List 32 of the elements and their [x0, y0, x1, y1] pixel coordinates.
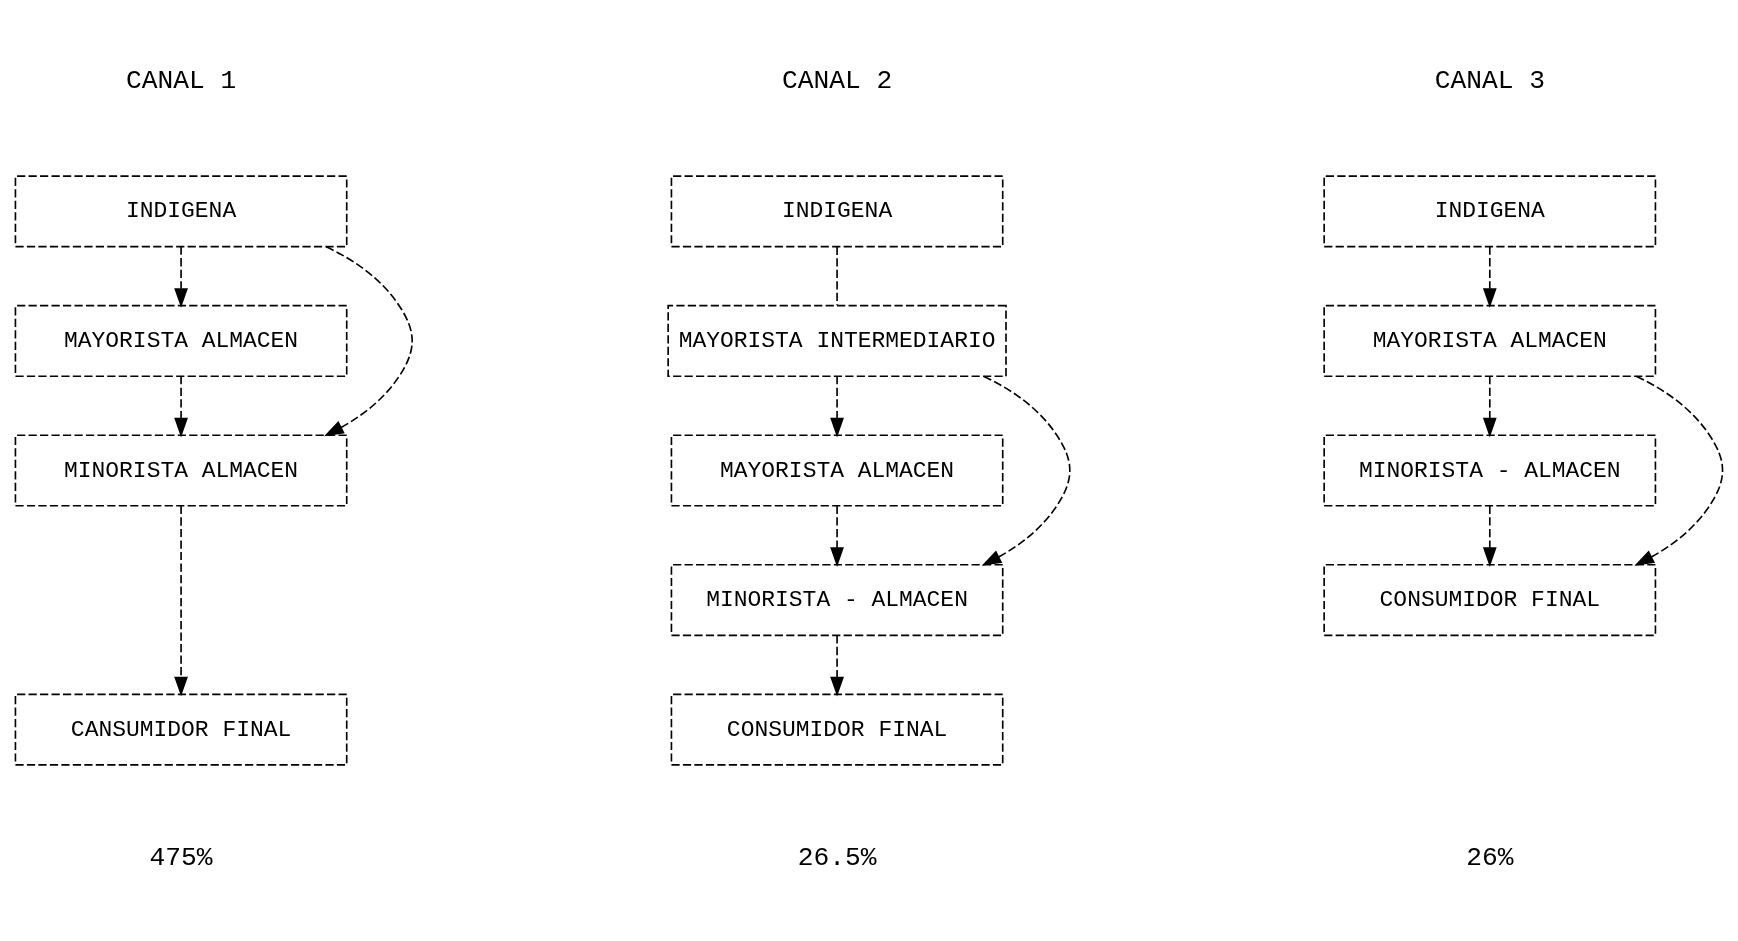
label: CANAL 1: [125, 66, 237, 97]
arrow: [1634, 375, 1724, 566]
arrow: [1482, 246, 1497, 308]
node-box: CANSUMIDOR FINAL: [14, 693, 348, 766]
node-box: MAYORISTA ALMACEN: [1323, 304, 1657, 377]
label: CANAL 3: [1434, 66, 1545, 97]
node-box: INDIGENA: [1323, 175, 1657, 248]
arrow: [324, 246, 413, 437]
arrow: [1482, 505, 1497, 567]
node-box: MINORISTA ALMACEN: [14, 434, 348, 507]
arrow: [830, 375, 844, 438]
connector: [836, 246, 838, 307]
arrow: [1482, 375, 1497, 438]
label: 26.5%: [797, 843, 877, 874]
arrow: [981, 375, 1071, 566]
node-box: INDIGENA: [14, 175, 348, 248]
label: 475%: [149, 843, 213, 874]
node-box: MAYORISTA INTERMEDIARIO: [667, 304, 1007, 377]
arrow: [174, 505, 188, 697]
arrow: [830, 634, 844, 697]
arrow: [174, 375, 188, 438]
node-box: CONSUMIDOR FINAL: [1323, 563, 1657, 637]
arrow: [830, 505, 844, 567]
node-box: MAYORISTA ALMACEN: [14, 304, 348, 377]
node-box: MAYORISTA ALMACEN: [670, 434, 1004, 507]
arrow: [174, 246, 188, 308]
label: CANAL 2: [781, 66, 893, 97]
node-box: CONSUMIDOR FINAL: [670, 693, 1004, 766]
label: 26%: [1466, 843, 1514, 874]
node-box: MINORISTA - ALMACEN: [1323, 434, 1657, 507]
node-box: MINORISTA - ALMACEN: [670, 563, 1004, 637]
node-box: INDIGENA: [670, 175, 1004, 248]
